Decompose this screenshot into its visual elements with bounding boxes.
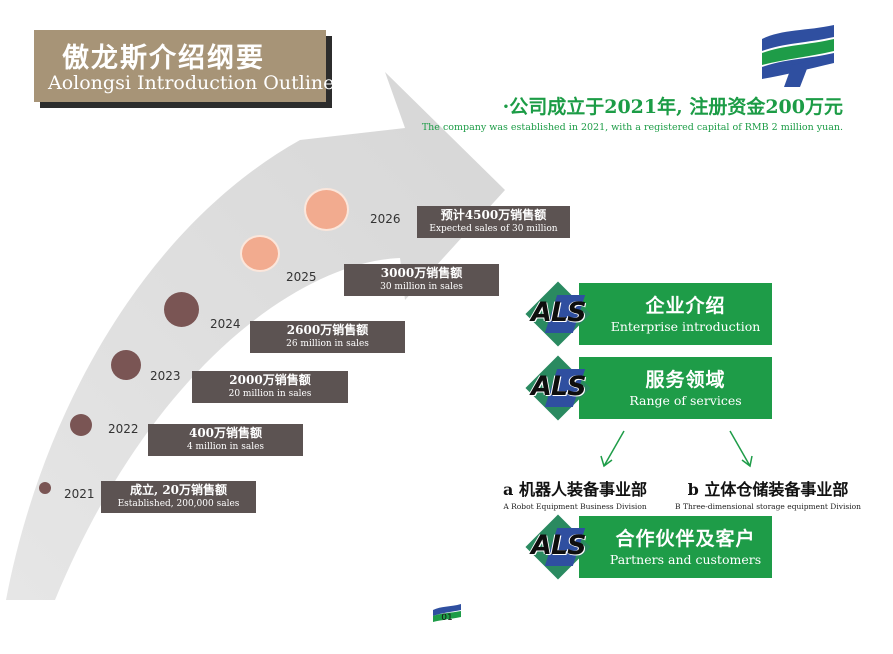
card-title-en: Partners and customers bbox=[609, 552, 762, 567]
timeline-zh: 400万销售额 bbox=[188, 426, 263, 440]
headline-zh: ·公司成立于2021年, 注册资金200万元 bbox=[502, 96, 843, 118]
timeline-zh: 2600万销售额 bbox=[286, 323, 369, 337]
timeline-box-2026: 预计4500万销售额 Expected sales of 30 million bbox=[417, 206, 570, 238]
division-en: A Robot Equipment Business Division bbox=[503, 502, 647, 511]
timeline-box-2025: 3000万销售额 30 million in sales bbox=[344, 264, 499, 296]
timeline-box-2021: 成立, 20万销售额 Established, 200,000 sales bbox=[101, 481, 256, 513]
headline: ·公司成立于2021年, 注册资金200万元 The company was e… bbox=[422, 92, 843, 133]
timeline-en: 4 million in sales bbox=[186, 442, 265, 452]
division-en: B Three-dimensional storage equipment Di… bbox=[675, 502, 861, 511]
timeline-year: 2021 bbox=[64, 487, 95, 501]
division-arrows-icon bbox=[600, 430, 753, 468]
als-logo: ALS bbox=[531, 297, 587, 328]
page-number: 01 bbox=[441, 613, 452, 623]
timeline-en: Established, 200,000 sales bbox=[117, 499, 240, 509]
timeline-zh: 2000万销售额 bbox=[229, 373, 311, 387]
timeline-year: 2026 bbox=[370, 212, 401, 226]
card-partners-and-customers[interactable]: ALS 合作伙伴及客户 Partners and customers bbox=[525, 514, 772, 580]
card-enterprise-introduction[interactable]: ALS 企业介绍 Enterprise introduction bbox=[525, 281, 772, 347]
card-title-zh: 服务领域 bbox=[645, 369, 726, 391]
card-title-en: Enterprise introduction bbox=[610, 319, 761, 334]
timeline-box-2022: 400万销售额 4 million in sales bbox=[148, 424, 303, 456]
timeline-box-2023: 2000万销售额 20 million in sales bbox=[192, 371, 348, 403]
headline-en: The company was established in 2021, wit… bbox=[421, 122, 843, 133]
timeline-zh: 3000万销售额 bbox=[380, 266, 463, 280]
division-zh: b 立体仓储装备事业部 bbox=[687, 480, 849, 499]
timeline-en: 20 million in sales bbox=[228, 389, 312, 399]
card-title-zh: 企业介绍 bbox=[645, 295, 726, 317]
als-logo: ALS bbox=[531, 530, 587, 561]
division-zh: a 机器人装备事业部 bbox=[503, 480, 647, 499]
timeline-zh: 成立, 20万销售额 bbox=[129, 483, 228, 497]
timeline-year: 2023 bbox=[150, 369, 181, 383]
card-title-zh: 合作伙伴及客户 bbox=[615, 528, 756, 550]
card-range-of-services[interactable]: ALS 服务领域 Range of services bbox=[525, 355, 772, 421]
timeline-dot-2021 bbox=[39, 482, 51, 494]
page-number-badge: 01 bbox=[433, 604, 461, 623]
timeline-dot-2024 bbox=[164, 292, 199, 327]
timeline-en: Expected sales of 30 million bbox=[429, 224, 558, 234]
timeline-year: 2022 bbox=[108, 422, 139, 436]
card-title-en: Range of services bbox=[629, 393, 742, 408]
title-zh: 傲龙斯介绍纲要 bbox=[62, 43, 265, 74]
company-logo-icon bbox=[762, 25, 834, 87]
timeline-year: 2025 bbox=[286, 270, 317, 284]
division-storage: b 立体仓储装备事业部 B Three-dimensional storage … bbox=[670, 476, 866, 511]
timeline-year: 2024 bbox=[210, 317, 241, 331]
timeline-dot-2023 bbox=[111, 350, 141, 380]
als-logo: ALS bbox=[531, 371, 587, 402]
title-badge: 傲龙斯介绍纲要 Aolongsi Introduction Outline bbox=[34, 30, 334, 108]
division-robot: a 机器人装备事业部 A Robot Equipment Business Di… bbox=[490, 476, 660, 511]
timeline-en: 30 million in sales bbox=[380, 282, 463, 292]
timeline-dot-2026 bbox=[304, 188, 349, 231]
timeline-zh: 预计4500万销售额 bbox=[440, 208, 547, 222]
timeline-en: 26 million in sales bbox=[286, 339, 369, 349]
timeline-dot-2022 bbox=[70, 414, 92, 436]
timeline-dot-2025 bbox=[240, 235, 280, 272]
timeline-box-2024: 2600万销售额 26 million in sales bbox=[250, 321, 405, 353]
title-en: Aolongsi Introduction Outline bbox=[48, 72, 335, 94]
